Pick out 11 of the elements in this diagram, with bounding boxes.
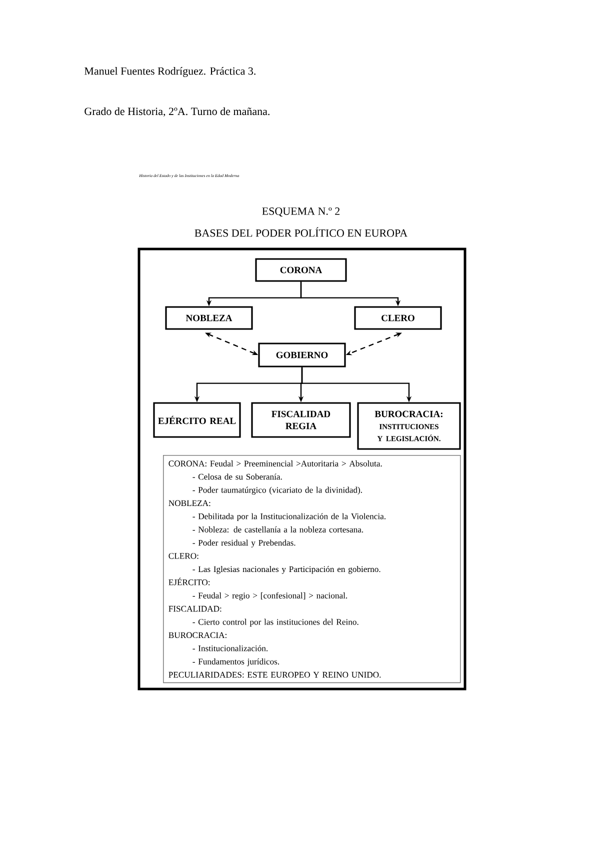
- concept-box: CORONA: [255, 258, 347, 282]
- concept-box: FISCALIDAD REGIA: [251, 402, 351, 438]
- concept-box: NOBLEZA: [165, 306, 253, 330]
- concept-box: CLERO: [354, 306, 442, 330]
- header-text: Grado de Historia, 2ºA. Turno de mañana.: [84, 107, 270, 117]
- header-text: Manuel Fuentes Rodríguez. Práctica 3.: [84, 67, 256, 78]
- concept-box: EJÉRCITO REAL: [153, 402, 241, 438]
- concept-box: GOBIERNO: [258, 342, 346, 368]
- title: BASES DEL PODER POLÍTICO EN EUROPA: [194, 227, 408, 237]
- scheme-number: ESQUEMA N.º 2: [262, 207, 340, 217]
- notes-box: CORONA: Feudal > Preeminencial >Autoritaria > Absoluta. - Celosa de su Soberanía. - Poder taumatúrgico (vicariato de la divinidad). NOBLEZA: - Debilitada por la Institucionalización de la Violencia. - Nobleza: de castellanía a la nobleza cortesana. - Poder residual y Prebendas. CLERO: - Las Iglesias nacionales y Participación en gobierno. EJÉRCITO: - Feudal > regio > [confesional] > nacional. FISCALIDAD: - Cierto control por las instituciones del Reino. BUROCRACIA: - Institucionalización. - Fundamentos jurídicos. PECULIARIDADES: ESTE EUROPEO Y REINO UNIDO.: [163, 455, 461, 684]
